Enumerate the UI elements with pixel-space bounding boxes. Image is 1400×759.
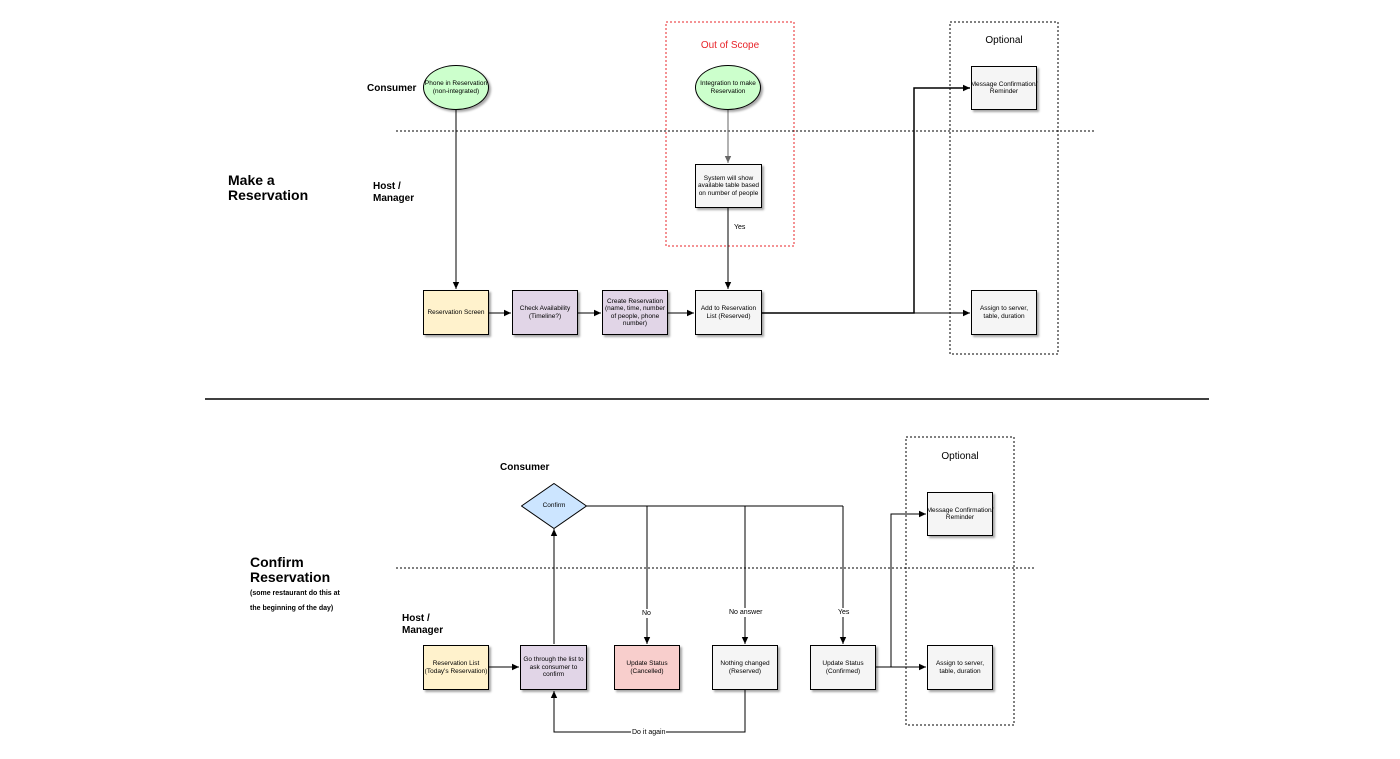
- lane-label-consumer-top: Consumer: [367, 83, 417, 94]
- node-reservation-list-today[interactable]: Reservation List (Today's Reservation): [423, 645, 489, 690]
- node-reservation-screen[interactable]: Reservation Screen: [423, 290, 489, 335]
- section-title-make-reservation: Make a Reservation: [228, 172, 309, 203]
- confirm-decision-label: Confirm: [542, 502, 566, 510]
- out-of-scope-zone: [665, 21, 795, 247]
- optional-zone-top: [949, 21, 1059, 355]
- node-phone-in-reservation[interactable]: Phone in Reservation (non-integrated): [423, 65, 489, 110]
- edge-nothing-loop-back: [550, 690, 746, 733]
- node-nothing-changed[interactable]: Nothing changed (Reserved): [712, 645, 778, 690]
- node-go-through-list[interactable]: Go through the list to ask consumer to c…: [520, 645, 587, 690]
- lane-label-consumer-bottom: Consumer: [500, 462, 550, 473]
- node-update-status-cancelled[interactable]: Update Status (Cancelled): [614, 645, 680, 690]
- confirm-note-line-1: (some restaurant do this at: [250, 590, 340, 597]
- optional-title-top: Optional: [985, 35, 1023, 46]
- edge-label-no-answer: No answer: [728, 608, 764, 617]
- edge-label-no: No: [641, 609, 652, 618]
- node-assign-server-top[interactable]: Assign to server, table, duration: [971, 290, 1037, 335]
- edge-add-to-message: [762, 84, 970, 314]
- node-system-show-tables[interactable]: System will show available table based o…: [695, 164, 762, 208]
- out-of-scope-title: Out of Scope: [700, 40, 760, 51]
- node-assign-server-bottom[interactable]: Assign to server, table, duration: [927, 645, 993, 690]
- edge-label-do-it-again: Do it again: [631, 728, 667, 737]
- edge-confirmed-to-message: [876, 510, 926, 668]
- node-confirm-decision[interactable]: Confirm: [521, 483, 587, 529]
- node-add-to-reservation-list[interactable]: Add to Reservation List (Reserved): [695, 290, 762, 335]
- edge-label-yes-bottom: Yes: [837, 608, 851, 617]
- optional-zone-bottom: [905, 436, 1015, 726]
- section-title-confirm-reservation: Confirm Reservation: [250, 554, 331, 585]
- node-create-reservation[interactable]: Create Reservation (name, time, number o…: [602, 290, 668, 335]
- optional-title-bottom: Optional: [941, 451, 979, 462]
- node-update-status-confirmed[interactable]: Update Status (Confirmed): [810, 645, 876, 690]
- lane-label-host-bottom: Host / Manager: [402, 613, 444, 636]
- node-message-confirmation-top[interactable]: Message Confirmation/ Reminder: [971, 66, 1037, 110]
- node-check-availability[interactable]: Check Availability (Timeline?): [512, 290, 578, 335]
- diamond-shape: [521, 483, 587, 529]
- node-integration-reservation[interactable]: Integration to make Reservation: [695, 65, 761, 110]
- node-message-confirmation-bottom[interactable]: Message Confirmation/ Reminder: [927, 492, 993, 536]
- lane-label-host-top: Host / Manager: [373, 181, 415, 204]
- confirm-note-line-2: the beginning of the day): [250, 605, 334, 612]
- edge-label-yes-top: Yes: [733, 223, 747, 232]
